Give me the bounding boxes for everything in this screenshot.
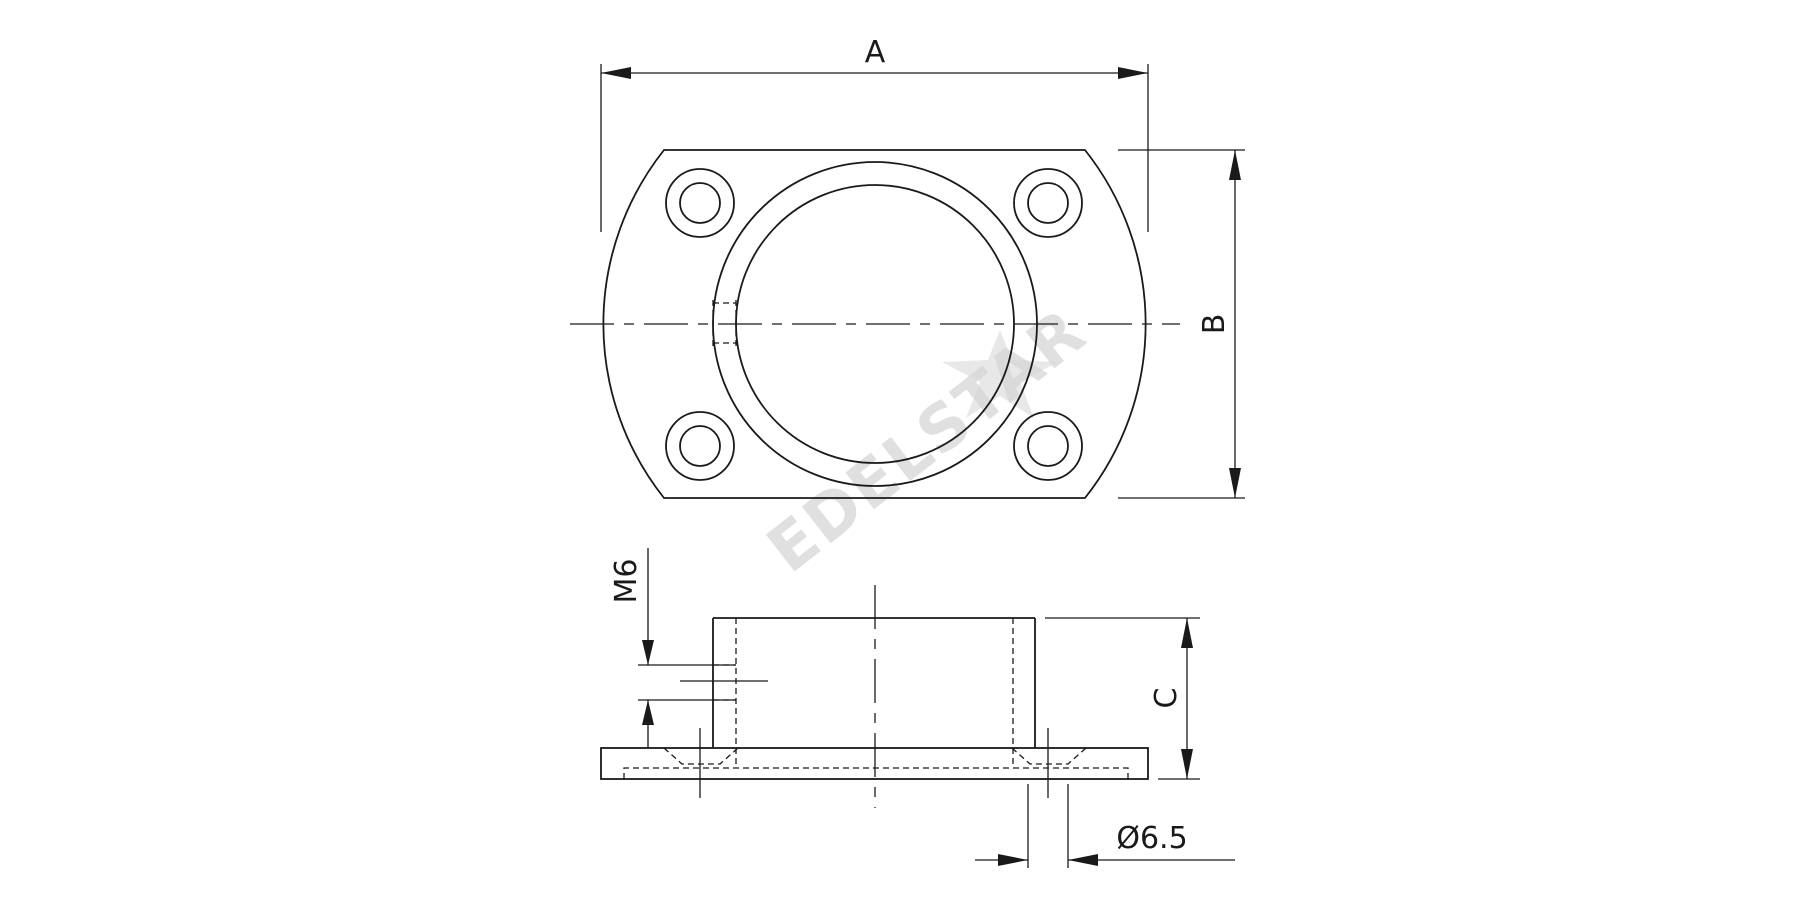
arrowhead xyxy=(1118,67,1148,79)
dimension-label-m6: M6 xyxy=(609,559,644,604)
arrowhead xyxy=(601,67,631,79)
mounting-hole-outer xyxy=(665,411,735,481)
arrowhead xyxy=(642,700,654,725)
dimension-b: B xyxy=(1118,149,1245,499)
arrowhead xyxy=(1229,150,1241,180)
watermark: EDELSTAR xyxy=(754,295,1100,588)
mounting-hole-inner xyxy=(679,182,721,224)
arrowhead xyxy=(1181,618,1193,648)
plate-recess-hidden-line xyxy=(623,767,1129,779)
top-view xyxy=(570,149,1180,499)
mounting-hole-inner xyxy=(679,425,721,467)
dimension-c: C xyxy=(1045,617,1200,780)
dimension-m6: M6 xyxy=(609,548,736,748)
dimension-label-c: C xyxy=(1149,688,1184,709)
arrowhead xyxy=(998,854,1028,866)
mounting-hole-inner xyxy=(1027,425,1069,467)
dimension-label-b: B xyxy=(1197,314,1232,335)
dimension-label-a: A xyxy=(865,35,886,70)
arrowhead xyxy=(642,640,654,665)
dimension-label-hole: Ø6.5 xyxy=(1116,821,1187,856)
arrowhead xyxy=(1181,749,1193,779)
countersink-hidden-line xyxy=(663,747,739,765)
plate-outline xyxy=(602,149,1147,499)
mounting-hole-outer xyxy=(665,168,735,238)
arrowhead xyxy=(1068,854,1098,866)
arrowhead xyxy=(1229,468,1241,498)
dimension-a: A xyxy=(600,35,1149,232)
mounting-hole-inner xyxy=(1027,182,1069,224)
mounting-hole-outer xyxy=(1013,411,1083,481)
mounting-hole-outer xyxy=(1013,168,1083,238)
watermark-text: EDELSTAR xyxy=(754,295,1100,588)
dimension-hole-diameter: Ø6.5 xyxy=(975,784,1235,868)
countersink-hidden-line xyxy=(1011,747,1087,765)
side-view xyxy=(600,585,1149,808)
watermark-star-icon xyxy=(942,330,1058,418)
